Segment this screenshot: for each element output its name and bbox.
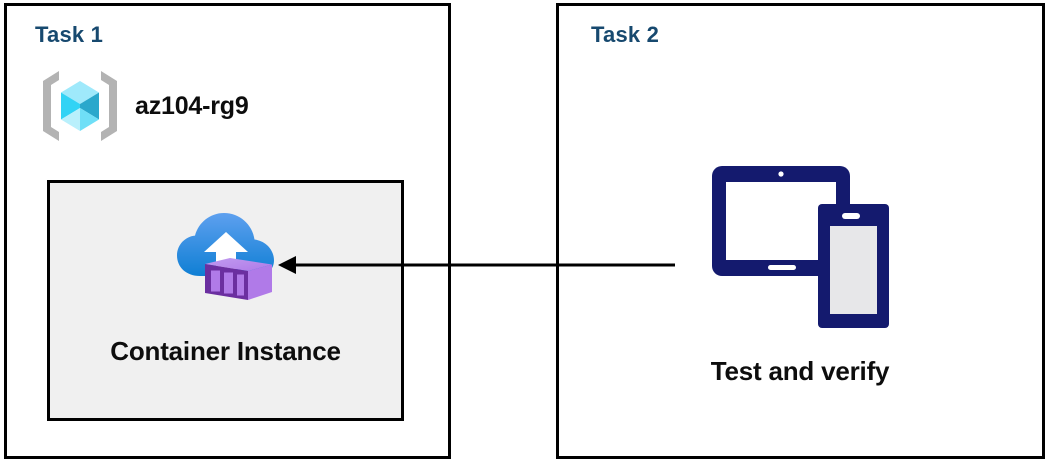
azure-resource-group-icon (43, 71, 117, 141)
test-and-verify-label: Test and verify (710, 356, 890, 386)
task-2-title: Task 2 (591, 22, 660, 47)
test-and-verify-group: Test and verify (640, 160, 960, 387)
task-1-title: Task 1 (35, 22, 104, 47)
arrow-task2-to-container-instance (278, 256, 675, 274)
container-instance-box: Container Instance (47, 180, 404, 421)
container-instance-label: Container Instance (110, 336, 341, 366)
azure-container-instance-icon (176, 213, 274, 300)
devices-tablet-phone-icon (711, 166, 889, 328)
resource-group-label: az104-rg9 (135, 91, 249, 120)
resource-group-row: az104-rg9 (37, 63, 249, 149)
task-1-panel: Task 1 az104-rg9 (4, 3, 451, 459)
